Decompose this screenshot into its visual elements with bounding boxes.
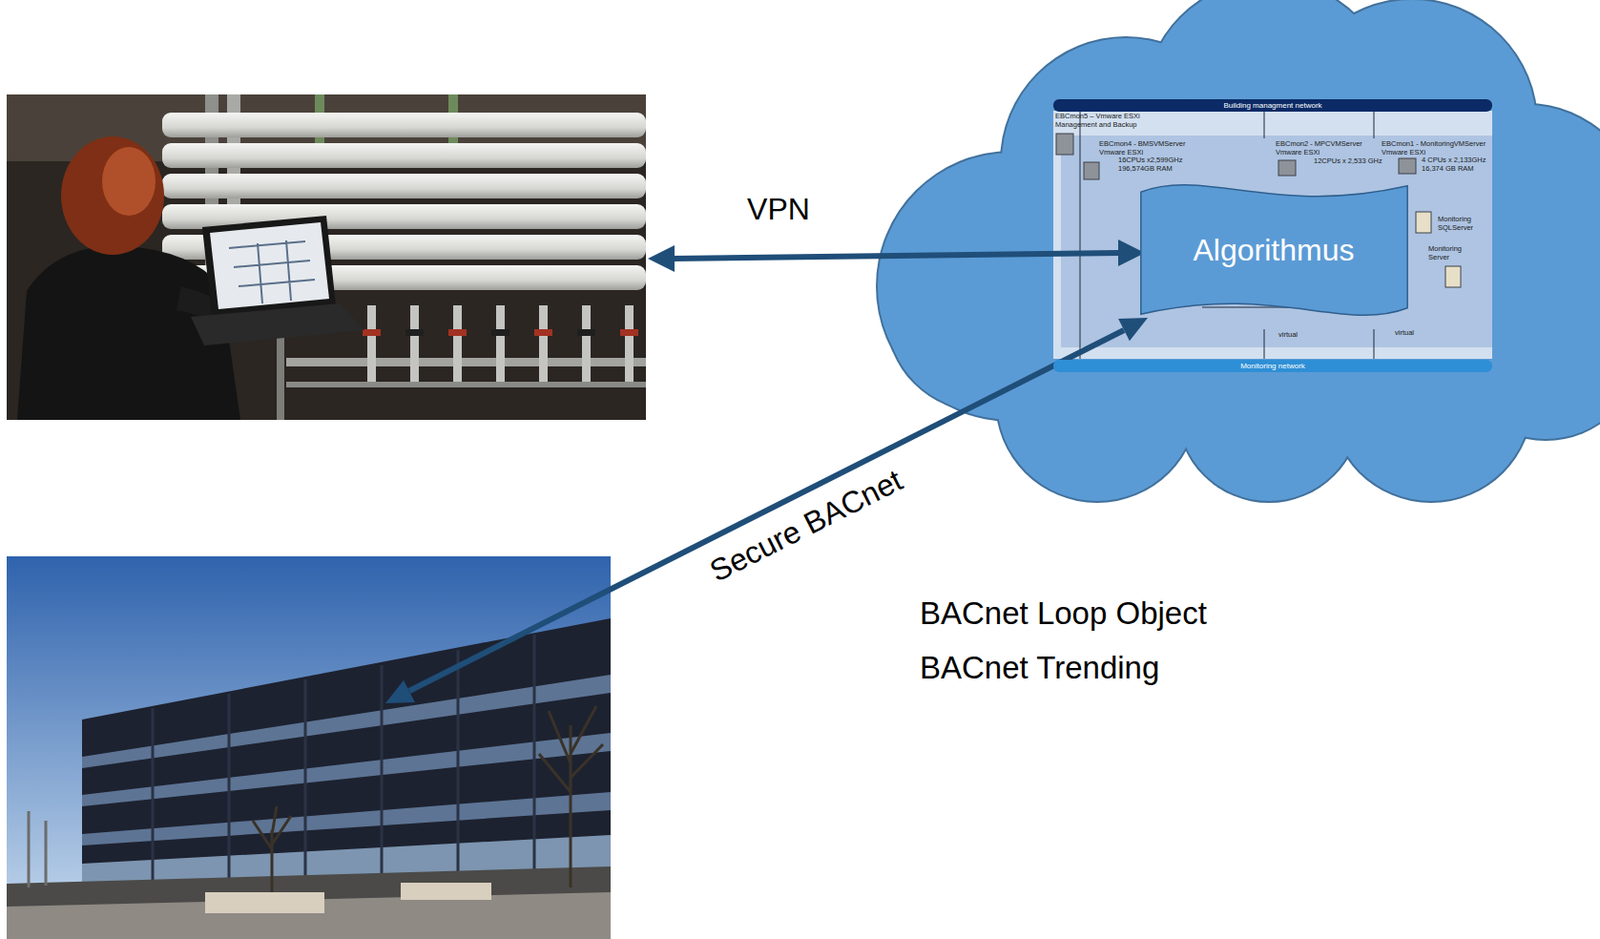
building-photo-part	[252, 806, 291, 893]
technician-photo	[6, 94, 646, 420]
server-label: Monitoring SQLServer	[1437, 215, 1490, 232]
building-photo-part	[6, 866, 611, 939]
server-label: EBCmon4 - BMSVMServer Vmware ESXi	[1099, 140, 1190, 157]
technician-photo-part	[624, 305, 634, 382]
node-text: Building managment network	[1223, 99, 1322, 112]
network-diagram-part-part	[1398, 158, 1416, 174]
connection-arrows-part	[1118, 317, 1148, 341]
building-photo-part	[82, 732, 611, 807]
technician-photo-part	[410, 305, 419, 382]
connection-label: VPN	[747, 191, 811, 228]
virtual-tag: virtual	[1278, 331, 1298, 340]
server-spec: 16CPUs x2,599GHz 196,574GB RAM	[1118, 156, 1190, 173]
network-band: Monitoring network	[1053, 359, 1493, 373]
node-text: Algorithmus	[1193, 231, 1355, 269]
server-label: EBCmon1 - MonitoringVMServer Vmware ESXi	[1381, 140, 1493, 157]
building-photo-part	[82, 618, 611, 888]
technician-photo-part	[534, 329, 553, 336]
technician-photo-part	[61, 136, 165, 255]
virtual-tag: virtual	[1394, 329, 1414, 338]
technician-photo-part	[190, 303, 365, 346]
technician-photo-part	[496, 305, 505, 382]
technician-photo-part	[286, 381, 646, 388]
technician-photo-part	[6, 94, 646, 420]
connection-arrows-part	[672, 252, 1121, 259]
technician-photo-part	[162, 143, 646, 168]
server-label: Monitoring Server	[1428, 245, 1480, 262]
connection-arrows-part	[409, 330, 1124, 691]
network-diagram-part-part	[1445, 266, 1461, 288]
cloud-shape-part-part	[887, 219, 1079, 411]
building-photo-part	[6, 892, 611, 939]
algorithm-banner: Algorithmus	[1135, 173, 1413, 327]
building-photo-part	[6, 556, 611, 939]
server-spec: 4 CPUs x 2,133GHz 16,374 GB RAM	[1421, 156, 1491, 173]
node-text: Monitoring network	[1240, 359, 1306, 373]
feature-note: BACnet Loop Object	[919, 595, 1207, 632]
cloud-shape-part	[877, 0, 1600, 501]
technician-photo-part	[367, 305, 376, 382]
network-diagram-part-part	[1415, 211, 1432, 233]
technician-photo-part	[209, 222, 330, 310]
network-diagram-part-part	[1278, 160, 1296, 176]
building-photo-part	[28, 810, 46, 888]
connection-arrows-part	[385, 680, 416, 704]
network-diagram-part	[1053, 110, 1493, 359]
technician-photo-part	[539, 305, 548, 382]
technician-photo-part	[362, 329, 381, 336]
server-label: EBCmon2 - MPCVMServer Vmware ESXi	[1275, 140, 1370, 157]
cloud-shape	[875, 0, 1600, 503]
technician-photo-part	[453, 305, 462, 382]
building-photo	[6, 556, 611, 939]
connection-arrows-part	[647, 245, 675, 272]
feature-note: BACnet Trending	[919, 649, 1160, 686]
network-diagram-part-part	[1056, 133, 1074, 155]
network-band: Building managment network	[1053, 99, 1493, 112]
building-photo-part	[82, 791, 611, 846]
technician-photo-part	[577, 329, 596, 336]
connection-arrows	[385, 239, 1148, 704]
network-diagram-part-part	[1083, 162, 1100, 180]
network-diagram	[1053, 110, 1493, 359]
network-diagram-part	[1080, 110, 1374, 359]
banner-outline	[1140, 185, 1407, 316]
technician-photo-part	[202, 215, 336, 317]
technician-photo-part	[228, 240, 315, 304]
technician-photo-part	[405, 329, 424, 336]
server-label: EBCmon5 – Vmware ESXi Management and Bac…	[1055, 112, 1151, 129]
technician-photo-part	[620, 329, 639, 336]
cloud-shape-part	[875, 0, 1600, 503]
technician-photo-part	[491, 329, 510, 336]
building-photo-part	[400, 882, 492, 900]
technician-photo-part	[581, 305, 591, 382]
building-photo-part	[152, 634, 535, 886]
server-spec: 12CPUs x 2,533 GHz	[1313, 157, 1395, 167]
building-photo-part	[539, 706, 603, 888]
technician-photo-part	[286, 357, 646, 367]
building-photo-part	[205, 892, 325, 914]
network-diagram-part	[1060, 135, 1493, 348]
technician-photo-part	[448, 329, 467, 336]
technician-photo-part	[162, 112, 646, 138]
technician-photo-part	[102, 146, 156, 216]
technician-photo-part	[162, 173, 646, 199]
